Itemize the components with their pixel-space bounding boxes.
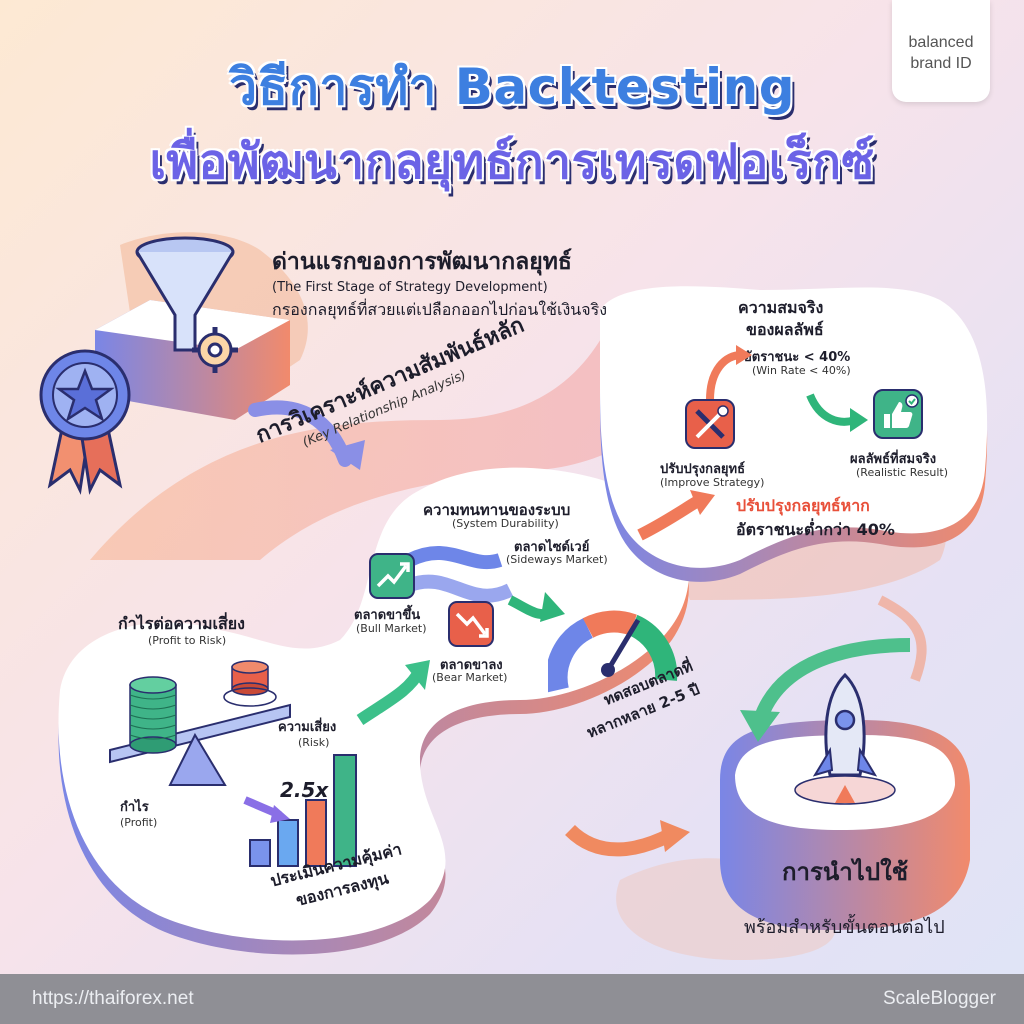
main-title-line2: เพื่อพัฒนากลยุทธ์การเทรดฟอเร็กซ์: [149, 134, 875, 190]
growth-bars-icon: [243, 754, 357, 867]
improve-english: (Improve Strategy): [660, 476, 765, 489]
bear-english: (Bear Market): [432, 671, 508, 684]
stage1-desc: กรองกลยุทธ์ที่สวยแต่เปลือกออกไปก่อนใช้เง…: [272, 300, 607, 319]
realism-arrows: [706, 345, 868, 432]
winrate-english: (Win Rate < 40%): [752, 364, 851, 377]
result-label: ผลลัพธ์ที่สมจริง: [850, 452, 937, 467]
wrench-tools-icon: [685, 399, 735, 449]
footer-brand: ScaleBlogger: [882, 988, 996, 1009]
sideways-label: ตลาดไซด์เวย์: [514, 540, 590, 555]
bear-label: ตลาดขาลง: [440, 658, 503, 673]
gauge-icon: [548, 610, 678, 693]
gear-icon: [192, 327, 238, 373]
thumbs-up-icon: [873, 389, 923, 439]
award-ribbon-icon: [39, 349, 131, 495]
improve-label: ปรับปรุงกลยุทธ์: [660, 462, 746, 477]
profit-risk-heading: กำไรต่อความเสี่ยง: [118, 614, 245, 633]
bull-english: (Bull Market): [356, 622, 427, 635]
durability-english: (System Durability): [452, 517, 559, 530]
footer-url[interactable]: https://thaiforex.net: [32, 988, 194, 1009]
main-title-line1: วิธีการทำ Backtesting: [229, 58, 795, 116]
risk-label: ความเสี่ยง: [278, 720, 337, 735]
winrate-label: อัตราชนะ < 40%: [744, 350, 851, 365]
result-english: (Realistic Result): [856, 466, 948, 479]
sideways-english: (Sideways Market): [506, 553, 608, 566]
funnel-icon: [135, 236, 235, 352]
durability-heading: ความทนทานของระบบ: [423, 501, 571, 519]
bull-market-icon: [369, 553, 415, 599]
brand-badge: balanced brand ID: [892, 0, 990, 102]
profit-english: (Profit): [120, 816, 158, 829]
profit-risk-english: (Profit to Risk): [148, 634, 227, 647]
rocket-icon: [794, 672, 896, 805]
apply-heading: การนำไปใช้: [782, 858, 909, 886]
footer-bar: https://thaiforex.net ScaleBlogger: [0, 974, 1024, 1024]
balance-scale-icon: [109, 660, 291, 786]
badge-line1: balanced: [908, 34, 974, 51]
profit-label: กำไร: [120, 800, 149, 815]
bull-label: ตลาดขาขึ้น: [354, 608, 421, 623]
realism-heading1: ความสมจริง: [738, 298, 824, 317]
improve-note2: อัตราชนะต่ำกว่า 40%: [736, 520, 895, 539]
market-paths-icon: [406, 545, 565, 622]
bear-market-icon: [448, 601, 494, 647]
improve-note1: ปรับปรุงกลยุทธ์หาก: [736, 496, 870, 515]
ratio-label: 2.5x: [280, 778, 329, 802]
risk-english: (Risk): [298, 736, 330, 749]
stage1-english: (The First Stage of Strategy Development…: [272, 280, 548, 295]
badge-line2: brand ID: [910, 55, 972, 72]
stage1-heading: ด่านแรกของการพัฒนากลยุทธ์: [272, 249, 572, 275]
realism-heading2: ของผลลัพธ์: [746, 320, 824, 339]
apply-desc: พร้อมสำหรับขั้นตอนต่อไป: [744, 917, 945, 938]
